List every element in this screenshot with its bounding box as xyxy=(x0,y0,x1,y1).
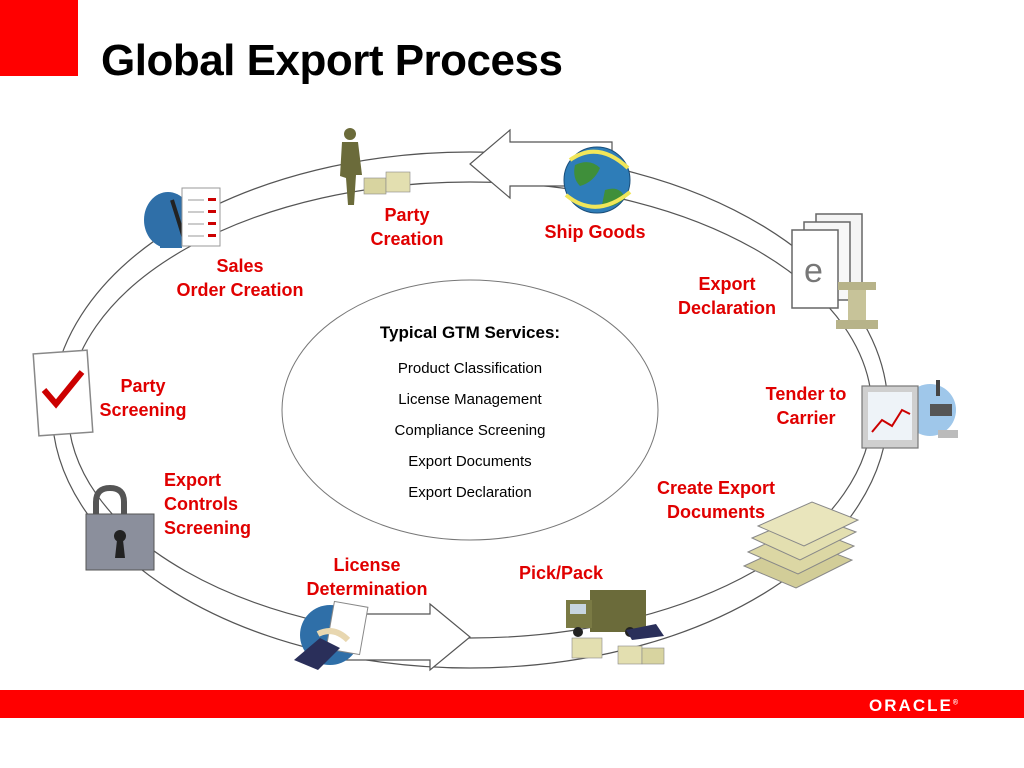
center-ellipse xyxy=(281,279,659,541)
documents-icon: e xyxy=(791,213,878,329)
step-ship-goods: Ship Goods xyxy=(544,222,646,242)
service-item: Product Classification xyxy=(397,360,543,377)
truck-icon xyxy=(566,590,665,665)
globe-icon xyxy=(563,146,632,214)
person-icon xyxy=(340,128,411,205)
service-item: Compliance Screening xyxy=(394,422,546,439)
papers-stack-icon xyxy=(742,501,860,589)
phone-call-icon xyxy=(144,187,221,248)
corner-accent xyxy=(0,0,78,76)
gtm-services-heading: Typical GTM Services: xyxy=(379,323,561,342)
gtm-services-panel: Typical GTM Services: Product Classifica… xyxy=(330,323,610,508)
checklist-icon xyxy=(32,349,94,437)
svg-text:e: e xyxy=(804,252,823,290)
service-item: Export Documents xyxy=(408,453,532,470)
computer-icon xyxy=(861,380,958,449)
padlock-icon xyxy=(85,484,155,571)
oracle-logo: ORACLE® xyxy=(869,696,958,715)
license-hand-icon xyxy=(294,600,369,670)
step-pick-pack: Pick/Pack xyxy=(518,563,604,583)
service-item: Export Declaration xyxy=(408,484,532,501)
footer-bar xyxy=(0,690,1024,718)
process-cycle-diagram: e xyxy=(32,128,958,672)
page-title: Global Export Process xyxy=(101,36,563,85)
service-item: License Management xyxy=(398,391,542,408)
